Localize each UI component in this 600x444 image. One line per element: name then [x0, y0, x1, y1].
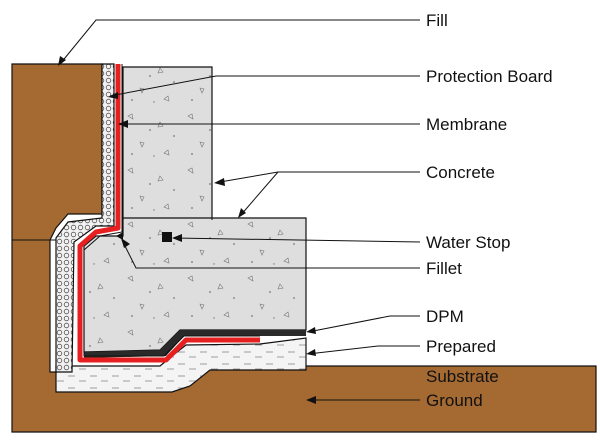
- leader-concrete-2: [239, 171, 279, 217]
- membrane-line: [77, 64, 260, 363]
- arrowhead-fillet: [121, 238, 130, 248]
- arrowhead-dpm: [306, 327, 316, 334]
- dpm-layer: [84, 330, 306, 358]
- concrete-wall: [122, 66, 213, 221]
- label-concrete: Concrete: [426, 163, 495, 182]
- membrane-edge-line: [83, 64, 260, 357]
- label-protection-board: Protection Board: [426, 67, 553, 86]
- label-dpm: DPM: [426, 307, 464, 326]
- arrowhead-protection-board: [108, 92, 118, 99]
- leader-fillet: [121, 239, 420, 269]
- label-fillet: Fillet: [426, 259, 462, 278]
- leader-prepared-substrate: [307, 345, 420, 355]
- label-prepared: Prepared: [426, 337, 496, 356]
- arrowhead-concrete-2: [238, 208, 246, 218]
- arrowhead-prepared-substrate: [306, 349, 316, 356]
- leader-fill: [59, 19, 420, 65]
- water-stop: [162, 232, 172, 242]
- label-water-stop: Water Stop: [426, 233, 510, 252]
- fillet: [116, 232, 123, 240]
- leader-water-stop: [173, 237, 421, 243]
- arrowhead-water-stop: [172, 234, 182, 242]
- label-fill: Fill: [426, 11, 448, 30]
- leader-dpm: [307, 315, 420, 333]
- arrowhead-fill: [58, 56, 66, 66]
- label-membrane: Membrane: [426, 115, 507, 134]
- leader-concrete: [219, 171, 420, 183]
- label-ground: Ground: [426, 391, 483, 410]
- protection-board: [55, 63, 115, 373]
- label-substrate: Substrate: [426, 367, 499, 386]
- arrowhead-membrane: [118, 120, 128, 128]
- arrowhead-concrete: [214, 178, 225, 186]
- arrowhead-ground: [306, 396, 316, 404]
- leader-protection-board: [109, 75, 420, 97]
